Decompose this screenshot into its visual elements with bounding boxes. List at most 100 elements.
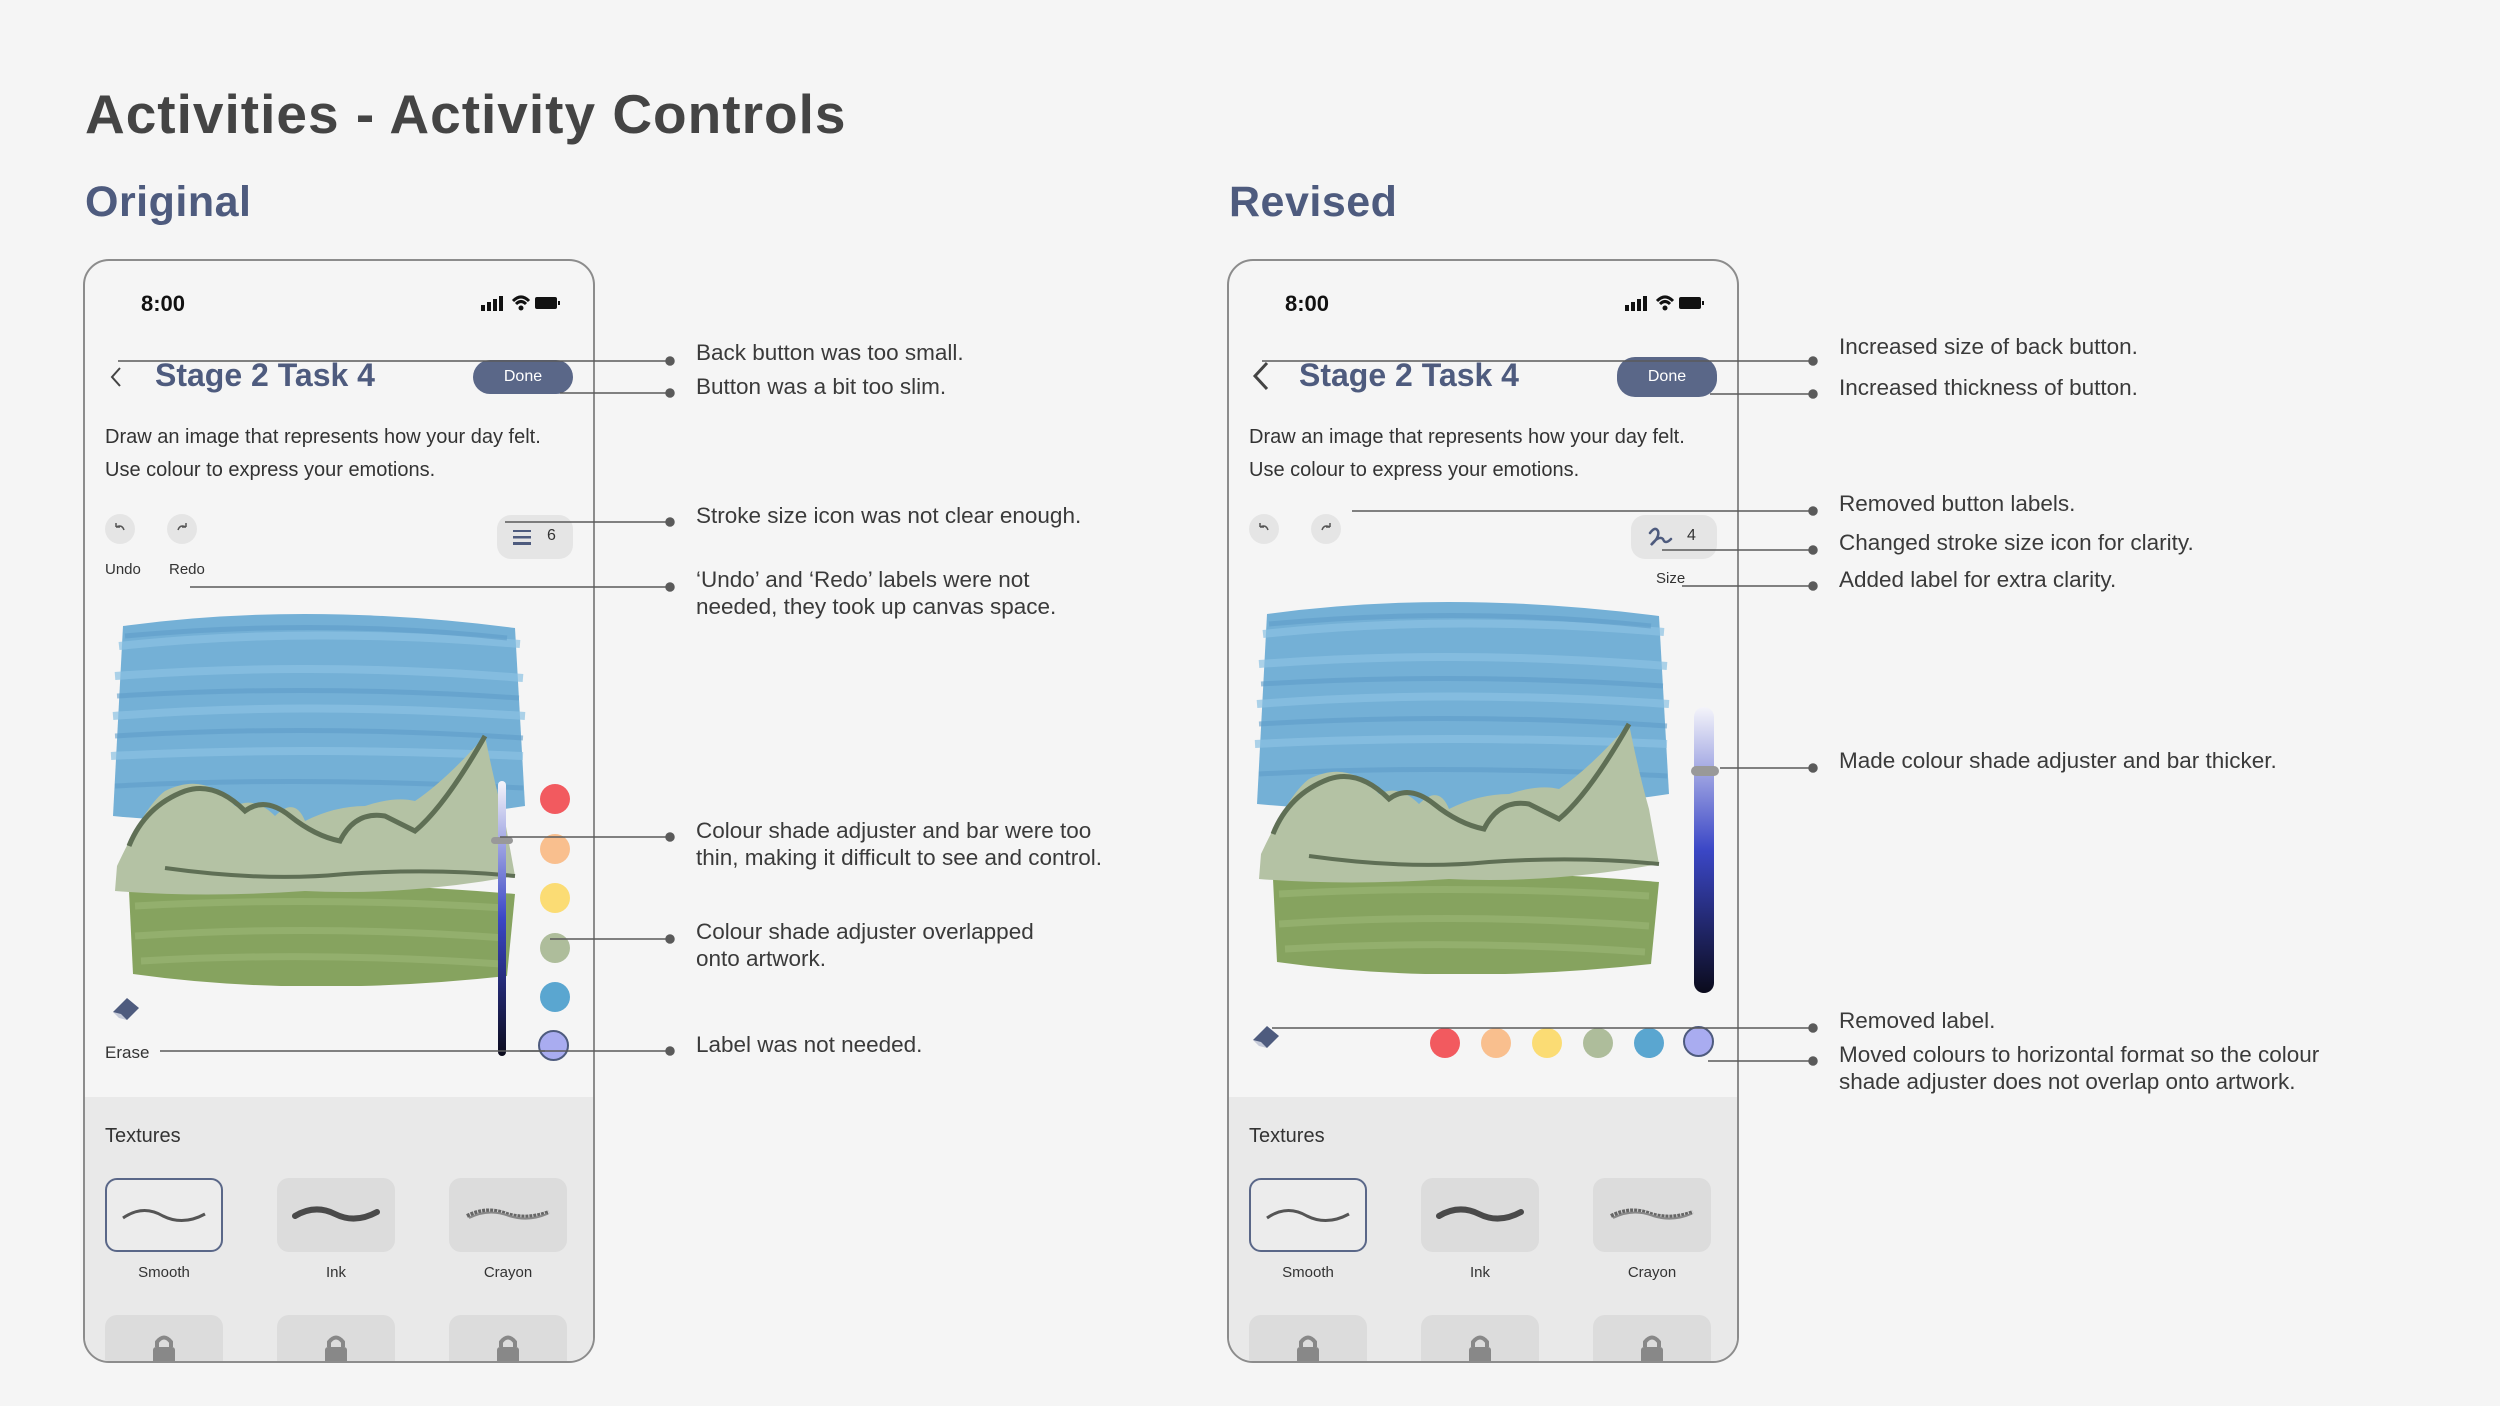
redo-icon — [1321, 523, 1331, 531]
annotation-overlap-1: Colour shade adjuster overlapped — [696, 919, 1034, 944]
textures-label: Textures — [1249, 1125, 1325, 1147]
annotation-shade-thin-1: Colour shade adjuster and bar were too — [696, 818, 1092, 843]
locked-texture-card[interactable] — [1593, 1315, 1711, 1361]
annotation-erase-label: Label was not needed. — [696, 1032, 923, 1057]
texture-crayon-label: Crayon — [483, 1264, 533, 1281]
battery-icon — [535, 297, 560, 309]
stroke-lines-icon — [513, 530, 531, 545]
stroke-size-button[interactable]: 4 — [1631, 515, 1717, 559]
page-title: Activities - Activity Controls — [85, 83, 847, 145]
annotation-removed-label: Removed label. — [1839, 1008, 1996, 1033]
crayon-stroke-icon — [466, 1208, 550, 1220]
swatch-peach[interactable] — [540, 834, 570, 864]
smooth-stroke-icon — [122, 1209, 206, 1222]
annotation-done-button: Button was a bit too slim. — [696, 374, 947, 399]
locked-texture-card[interactable] — [277, 1315, 395, 1361]
texture-smooth-card[interactable] — [105, 1178, 223, 1252]
annotation-back-button: Increased size of back button. — [1839, 334, 2138, 359]
activity-prompt: Draw an image that represents how your d… — [105, 426, 541, 481]
sky-scribble — [1254, 601, 1670, 812]
texture-smooth-label: Smooth — [1282, 1264, 1334, 1281]
swatch-peach[interactable] — [1481, 1028, 1511, 1058]
lock-icon — [1297, 1335, 1319, 1361]
drawing-canvas[interactable] — [1249, 594, 1681, 974]
textures-panel: Textures Smooth Ink Crayon — [1229, 1097, 1737, 1361]
task-title: Stage 2 Task 4 — [155, 357, 375, 393]
undo-label: Undo — [105, 561, 141, 578]
swatch-red[interactable] — [1430, 1028, 1460, 1058]
status-time: 8:00 — [1285, 291, 1330, 316]
status-time: 8:00 — [141, 291, 186, 316]
lock-icon — [1469, 1335, 1491, 1361]
textures-label: Textures — [105, 1125, 181, 1147]
swatch-sage[interactable] — [540, 933, 570, 963]
ink-stroke-icon — [292, 1206, 380, 1222]
mountains — [1259, 722, 1660, 883]
back-chevron-icon[interactable] — [1247, 359, 1277, 393]
locked-texture-card[interactable] — [105, 1315, 223, 1361]
colour-shade-bar[interactable] — [1694, 707, 1714, 993]
battery-icon — [1679, 297, 1704, 309]
annotation-size-label: Added label for extra clarity. — [1839, 567, 2117, 592]
swatch-lavender-selected[interactable] — [1683, 1026, 1714, 1057]
texture-ink-label: Ink — [325, 1264, 346, 1281]
locked-texture-card[interactable] — [449, 1315, 567, 1361]
swatch-yellow[interactable] — [1532, 1028, 1562, 1058]
done-button[interactable]: Done — [473, 360, 573, 394]
drawing-canvas[interactable] — [105, 606, 537, 986]
annotation-done-button: Increased thickness of button. — [1839, 375, 2138, 400]
texture-ink-card[interactable] — [1421, 1178, 1539, 1252]
redo-button[interactable] — [167, 514, 197, 544]
texture-smooth-card[interactable] — [1249, 1178, 1367, 1252]
texture-crayon-label: Crayon — [1627, 1264, 1677, 1281]
undo-icon — [1259, 523, 1269, 531]
size-label: Size — [1656, 570, 1686, 587]
swatch-sage[interactable] — [1583, 1028, 1613, 1058]
eraser-icon[interactable] — [109, 990, 145, 1026]
lock-icon — [325, 1335, 347, 1361]
annotation-undo-redo-2: needed, they took up canvas space. — [696, 594, 1057, 619]
annotation-horizontal-colours-1: Moved colours to horizontal format so th… — [1839, 1042, 2320, 1067]
stroke-size-value: 6 — [547, 527, 556, 544]
redo-label: Redo — [169, 561, 205, 578]
locked-texture-card[interactable] — [1249, 1315, 1367, 1361]
annotation-removed-labels: Removed button labels. — [1839, 491, 2076, 516]
colour-shade-bar[interactable] — [498, 781, 506, 1056]
annotation-back-button: Back button was too small. — [696, 340, 964, 365]
wifi-icon — [511, 295, 531, 311]
status-icons — [481, 295, 560, 311]
signal-icon — [1625, 296, 1647, 311]
locked-texture-card[interactable] — [1421, 1315, 1539, 1361]
original-heading: Original — [85, 178, 252, 226]
textures-panel: Textures Smooth Ink Crayon — [85, 1097, 593, 1361]
texture-ink-card[interactable] — [277, 1178, 395, 1252]
swatch-blue[interactable] — [1634, 1028, 1664, 1058]
annotation-horizontal-colours-2: shade adjuster does not overlap onto art… — [1839, 1069, 2296, 1094]
swatch-yellow[interactable] — [540, 883, 570, 913]
grass-scribble — [129, 884, 515, 986]
swatch-blue[interactable] — [540, 982, 570, 1012]
lock-icon — [153, 1335, 175, 1361]
sky-scribble — [110, 613, 526, 824]
back-chevron-icon[interactable] — [105, 365, 129, 389]
original-phone-mockup: 8:00 Stage 2 Task 4 Done Draw an image t… — [83, 259, 595, 1363]
ink-stroke-icon — [1436, 1206, 1524, 1222]
revised-phone-mockup: 8:00 Stage 2 Task 4 Done Draw an image t… — [1227, 259, 1739, 1363]
annotation-overlap-2: onto artwork. — [696, 946, 827, 971]
colour-shade-knob[interactable] — [491, 837, 513, 844]
texture-smooth-label: Smooth — [138, 1264, 190, 1281]
swatch-lavender-selected[interactable] — [538, 1030, 569, 1061]
texture-crayon-card[interactable] — [449, 1178, 567, 1252]
annotation-stroke-icon: Changed stroke size icon for clarity. — [1839, 530, 2194, 555]
undo-button[interactable] — [1249, 514, 1279, 544]
undo-button[interactable] — [105, 514, 135, 544]
texture-crayon-card[interactable] — [1593, 1178, 1711, 1252]
signal-icon — [481, 296, 503, 311]
colour-shade-knob[interactable] — [1691, 766, 1719, 776]
swatch-red[interactable] — [540, 784, 570, 814]
undo-icon — [115, 523, 125, 531]
eraser-icon[interactable] — [1249, 1018, 1285, 1054]
done-button[interactable]: Done — [1617, 357, 1717, 397]
redo-button[interactable] — [1311, 514, 1341, 544]
